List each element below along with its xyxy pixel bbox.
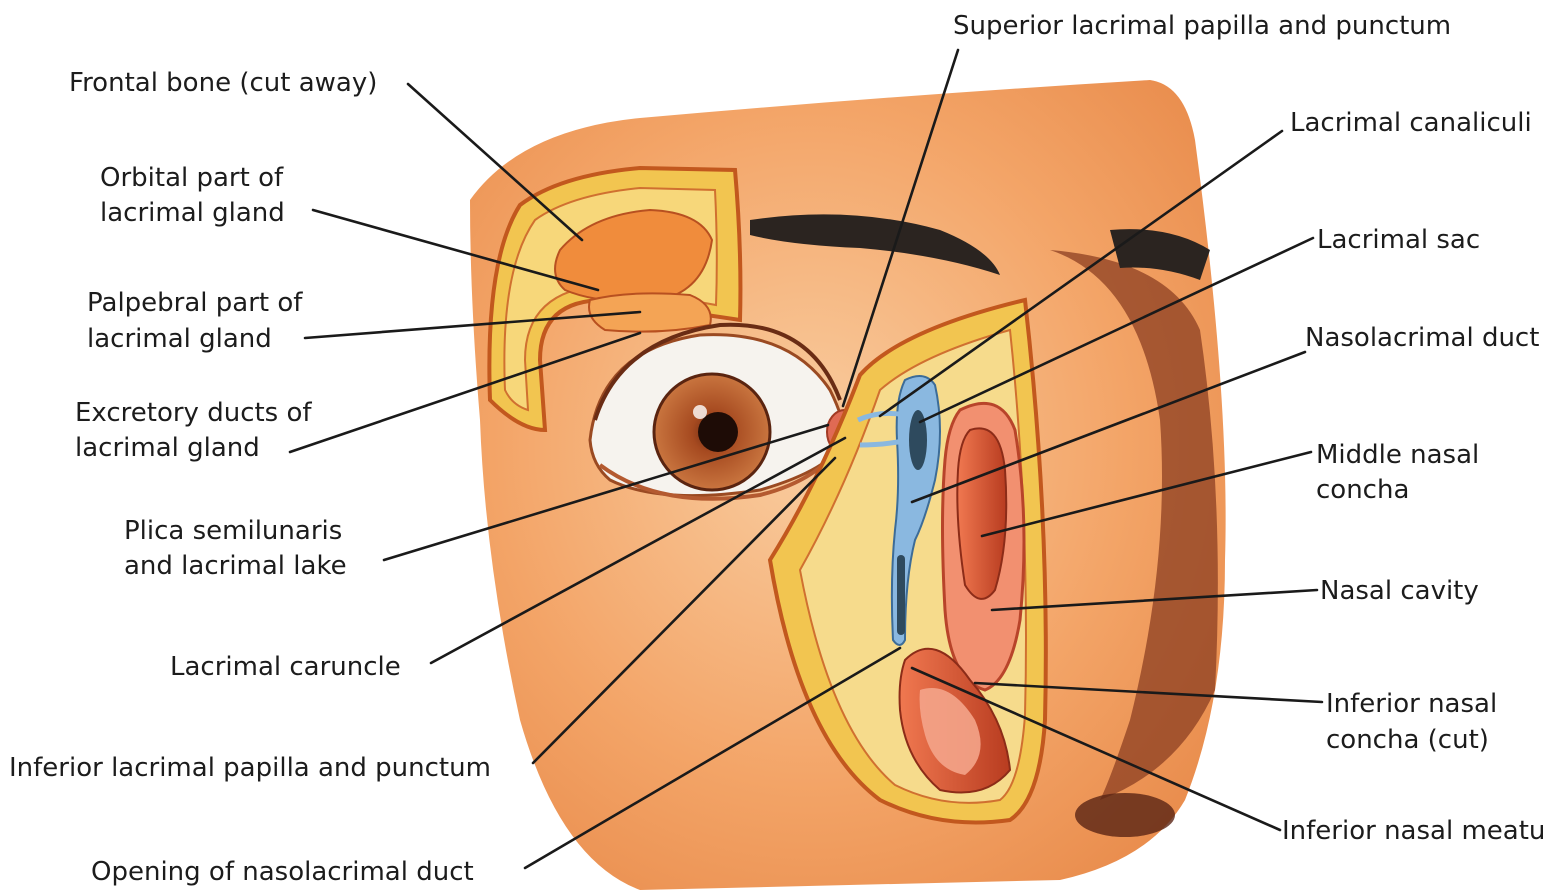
label-canaliculi: Lacrimal canaliculi [1290, 108, 1532, 138]
label-palpebral-part-line2: lacrimal gland [87, 324, 272, 354]
palpebral-gland [589, 293, 711, 331]
label-inferior-concha-line1: Inferior nasal [1326, 689, 1497, 719]
label-opening-duct: Opening of nasolacrimal duct [91, 857, 474, 887]
label-superior-papilla: Superior lacrimal papilla and punctum [953, 11, 1451, 41]
nostril [1075, 793, 1175, 837]
label-orbital-part-line2: lacrimal gland [100, 198, 285, 228]
label-excretory-ducts-line2: lacrimal gland [75, 433, 260, 463]
label-middle-concha-line2: concha [1316, 475, 1409, 505]
label-orbital-part-line1: Orbital part of [100, 163, 284, 193]
label-plica-line2: and lacrimal lake [124, 551, 347, 581]
label-caruncle: Lacrimal caruncle [170, 652, 401, 682]
label-nasolacrimal-duct: Nasolacrimal duct [1305, 323, 1539, 353]
label-sac: Lacrimal sac [1317, 225, 1480, 255]
label-plica-line1: Plica semilunaris [124, 516, 342, 546]
label-palpebral-part-line1: Palpebral part of [87, 288, 303, 318]
eye-highlight [693, 405, 707, 419]
label-excretory-ducts-line1: Excretory ducts of [75, 398, 312, 428]
nasolacrimal-duct-lumen [897, 555, 905, 635]
label-inferior-concha-line2: concha (cut) [1326, 725, 1489, 755]
middle-nasal-concha [957, 428, 1006, 599]
label-inferior-papilla: Inferior lacrimal papilla and punctum [9, 753, 491, 783]
label-frontal-bone: Frontal bone (cut away) [69, 68, 377, 98]
label-middle-concha-line1: Middle nasal [1316, 440, 1479, 470]
label-nasal-cavity: Nasal cavity [1320, 576, 1479, 606]
label-inferior-meatus: Inferior nasal meatu [1282, 816, 1545, 846]
pupil [698, 412, 738, 452]
